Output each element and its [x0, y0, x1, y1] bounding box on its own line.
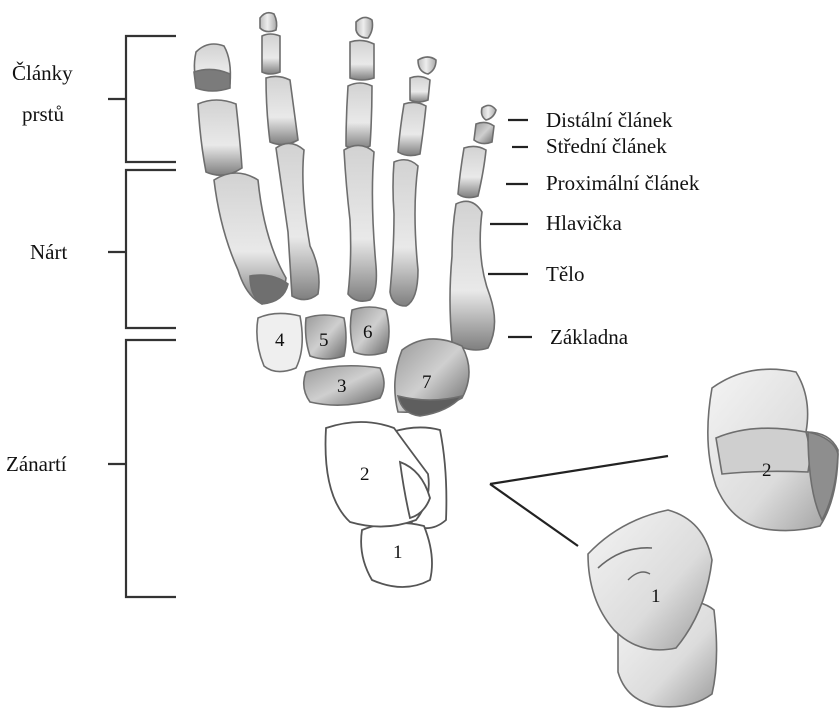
- toe-3-middle-phalanx: [350, 40, 374, 80]
- bone-number-2: 2: [360, 464, 370, 485]
- toe-4-middle-phalanx: [410, 76, 430, 102]
- label-proximal-phalanx: Proximální článek: [546, 171, 700, 195]
- label-phalanges-line1: Články: [12, 61, 73, 85]
- label-middle-phalanx: Střední článek: [546, 134, 667, 158]
- toe-4: [398, 57, 436, 156]
- detail-view: 2 1: [490, 369, 838, 707]
- toe-5-distal-phalanx: [482, 105, 497, 120]
- bone-number-6: 6: [363, 322, 373, 343]
- toe-1-proximal-phalanx: [198, 100, 242, 175]
- toe-2-middle-phalanx: [262, 34, 280, 74]
- toe-5-proximal-phalanx: [458, 146, 486, 197]
- label-tarsus: Zánartí: [6, 452, 67, 476]
- toe-3-distal-phalanx: [356, 17, 373, 38]
- toe-3: [346, 17, 374, 149]
- label-body: Tělo: [546, 262, 584, 286]
- bone-number-3: 3: [337, 376, 347, 397]
- detail-number-2: 2: [762, 460, 772, 481]
- toe-1: [194, 44, 242, 175]
- tarsals-group: [257, 307, 469, 587]
- metatarsal-4: [390, 160, 418, 306]
- toe-5: [458, 105, 496, 197]
- bone-number-5: 5: [319, 330, 329, 351]
- toe-2-distal-phalanx: [260, 13, 277, 32]
- label-head: Hlavička: [546, 211, 622, 235]
- toe-2-proximal-phalanx: [266, 76, 298, 144]
- detail-number-1: 1: [651, 586, 661, 607]
- bracket-tarsus: [108, 340, 176, 597]
- toe-5-middle-phalanx: [474, 122, 494, 143]
- metatarsal-3: [344, 145, 376, 301]
- detail-pointer-upper: [490, 456, 668, 484]
- toe-1-distal-base-shade: [194, 69, 230, 91]
- bracket-metatarsus: [108, 170, 176, 328]
- bone-number-1: 1: [393, 542, 403, 563]
- label-metatarsus: Nárt: [30, 240, 67, 264]
- bone-number-7: 7: [422, 372, 432, 393]
- label-base: Základna: [550, 325, 629, 349]
- toe-4-distal-phalanx: [418, 57, 436, 74]
- right-labels: Distální článek Střední článek Proximáln…: [488, 108, 700, 349]
- toe-2: [260, 13, 298, 145]
- bracket-phalanges: [108, 36, 176, 162]
- toe-4-proximal-phalanx: [398, 102, 426, 155]
- label-phalanges-line2: prstů: [22, 102, 65, 126]
- metatarsal-5: [450, 201, 495, 350]
- label-distal-phalanx: Distální článek: [546, 108, 673, 132]
- toe-3-proximal-phalanx: [346, 83, 372, 149]
- bone-number-4: 4: [275, 330, 285, 351]
- detail-pointer-lower: [490, 484, 578, 546]
